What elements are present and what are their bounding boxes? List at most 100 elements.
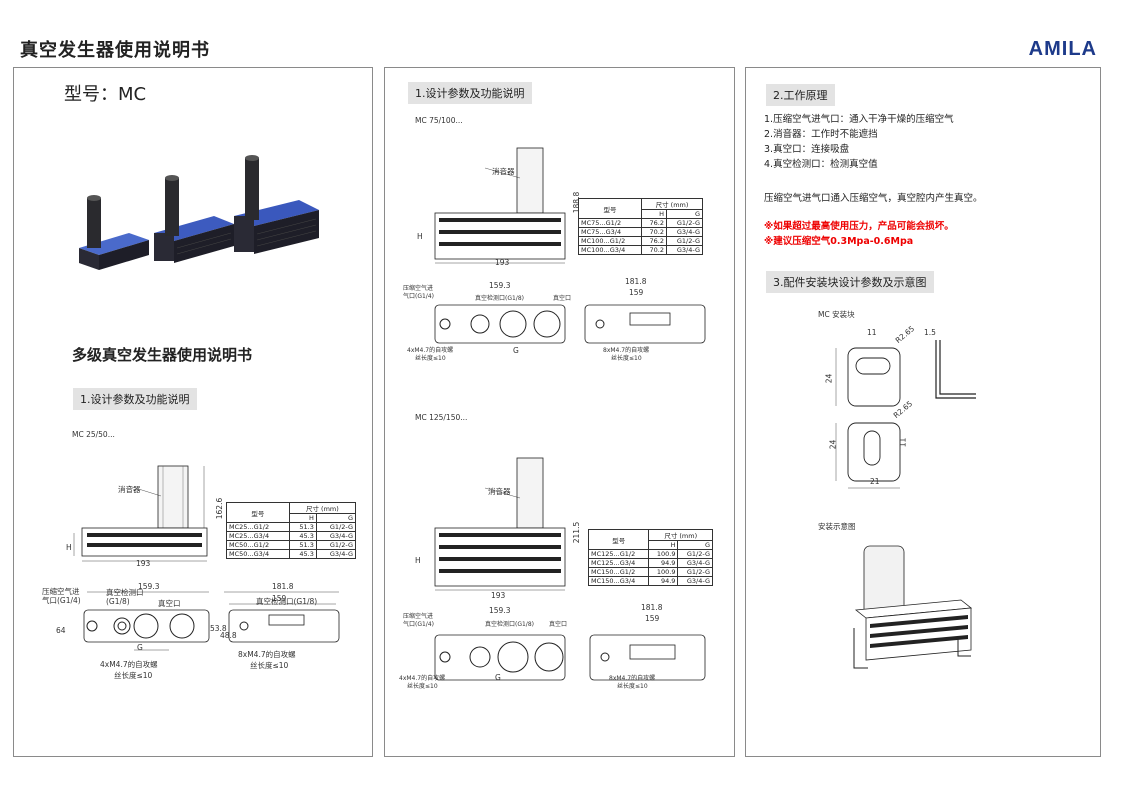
principle-line-2: 2.消音器：工作时不能遮挡 bbox=[764, 129, 878, 140]
front-view-drawing bbox=[73, 465, 208, 562]
variant-label: MC 25/50... bbox=[72, 430, 115, 439]
label-w4: 159 bbox=[272, 594, 287, 603]
section-heading-design: 1.设计参数及功能说明 bbox=[73, 388, 197, 410]
label-w4-2: 159 bbox=[629, 288, 644, 297]
label-w2: 159.3 bbox=[138, 582, 160, 591]
bottom-view-drawing-1 bbox=[434, 304, 706, 344]
principle-line-3: 3.真空口：连接吸盘 bbox=[764, 144, 850, 155]
label-screw-3b: 丝长度≤10 bbox=[407, 683, 438, 690]
label-height: 162.6 bbox=[215, 497, 225, 520]
label-screw-2d: 丝长度≤10 bbox=[611, 355, 642, 362]
principle-line-4: 4.真空检测口：检测真空值 bbox=[764, 159, 878, 170]
label-vac2: 真空检测口(G1/8) bbox=[475, 295, 524, 302]
label-w2-3: 159.3 bbox=[489, 606, 511, 615]
table-header-h: H bbox=[288, 513, 317, 523]
dim-15: 1.5 bbox=[924, 328, 936, 337]
label-screw-3c: 8xM4.7的自攻螺 bbox=[609, 675, 656, 682]
dim-24: 24 bbox=[824, 373, 834, 384]
brand-logo: AMILA bbox=[1028, 38, 1097, 60]
product-unit-small bbox=[79, 195, 149, 270]
label-w-3: 193 bbox=[491, 591, 506, 600]
label-muffler: 消音器 bbox=[118, 485, 141, 494]
label-g: G bbox=[137, 643, 143, 652]
label-vac-port-2: 真空检测口(G1/8) bbox=[256, 597, 318, 606]
product-unit-large bbox=[234, 155, 319, 254]
label-screw-3a: 4xM4.7的自攻螺 bbox=[399, 675, 446, 682]
label-vac2-3: 真空检测口(G1/8) bbox=[485, 621, 534, 628]
label-488: 48.8 bbox=[220, 631, 237, 640]
front-view-drawing-2 bbox=[434, 457, 566, 591]
label-screw-2b: 丝长度≤10 bbox=[415, 355, 446, 362]
label-vacuum-3: 真空口 bbox=[549, 621, 568, 628]
panel-principle: 2.工作原理 1.压缩空气进气口：通入干净干燥的压缩空气 2.消音器：工作时不能… bbox=[745, 67, 1101, 757]
label-64: 64 bbox=[56, 626, 66, 635]
install-label: 安装示意图 bbox=[818, 522, 856, 531]
label-screw: 4xM4.7的自攻螺 bbox=[100, 660, 158, 669]
label-screw-4: 丝长度≤10 bbox=[250, 661, 289, 670]
label-vacuum-2: 真空口 bbox=[553, 295, 572, 302]
label-muffler-3: 消音器 bbox=[488, 487, 511, 496]
panel-intro: 型号：MC bbox=[13, 67, 373, 757]
label-vacuum: 真空口 bbox=[158, 599, 181, 608]
variant-label-1: MC 75/100... bbox=[415, 116, 463, 125]
label-w4-3: 159 bbox=[645, 614, 660, 623]
product-photo bbox=[79, 155, 319, 270]
label-screw-3: 8xM4.7的自攻螺 bbox=[238, 650, 296, 659]
label-h-3: H bbox=[415, 556, 421, 565]
dim-11b: 11 bbox=[898, 437, 908, 448]
label-screw-2: 丝长度≤10 bbox=[114, 671, 153, 680]
label-w3-3: 181.8 bbox=[641, 603, 663, 612]
label-inlet-2: 压缩空气进 气口(G1/4) bbox=[403, 285, 434, 300]
label-g-2: G bbox=[513, 346, 519, 355]
principle-line-1: 1.压缩空气进气口：通入干净干燥的压缩空气 bbox=[764, 114, 954, 125]
panel-design-params: 1.设计参数及功能说明 MC 75/100... 消音器 188.8 H 193… bbox=[384, 67, 735, 757]
label-inlet: 压缩空气进 气口(G1/4) bbox=[42, 587, 81, 605]
principle-summary: 压缩空气进气口通入压缩空气，真空腔内产生真空。 bbox=[764, 193, 983, 204]
document-subtitle: 多级真空发生器使用说明书 bbox=[72, 346, 253, 364]
warning-recommended: ※建议压缩空气0.3Mpa-0.6Mpa bbox=[764, 236, 914, 247]
label-w2-2: 159.3 bbox=[489, 281, 511, 290]
table-header-model: 型号 bbox=[226, 502, 290, 523]
table-header-size: 尺寸 (mm) bbox=[288, 502, 357, 514]
label-inlet-3: 压缩空气进 气口(G1/4) bbox=[403, 613, 434, 628]
page-title: 真空发生器使用说明书 bbox=[20, 40, 210, 61]
label-screw-2a: 4xM4.7的自攻螺 bbox=[407, 347, 454, 354]
dim-11: 11 bbox=[867, 328, 877, 337]
label-w-2: 193 bbox=[495, 258, 510, 267]
section-heading-principle: 2.工作原理 bbox=[766, 84, 835, 106]
label-538: 53.8 bbox=[210, 624, 227, 633]
label-screw-2c: 8xM4.7的自攻螺 bbox=[603, 347, 650, 354]
dim-24b: 24 bbox=[828, 439, 838, 450]
label-screw-3d: 丝长度≤10 bbox=[617, 683, 648, 690]
label-g-3: G bbox=[495, 673, 501, 682]
mounting-block-drawing bbox=[835, 340, 976, 489]
model-title: 型号：MC bbox=[64, 84, 147, 105]
label-width: 193 bbox=[136, 559, 151, 568]
label-vac-port: 真空检测口 (G1/8) bbox=[106, 588, 144, 606]
label-w3: 181.8 bbox=[272, 582, 294, 591]
label-muffler-2: 消音器 bbox=[492, 167, 515, 176]
block-label: MC 安装块 bbox=[818, 310, 855, 319]
table-header-g: G bbox=[315, 513, 357, 523]
label-h2: 211.5 bbox=[572, 521, 582, 544]
label-h: H bbox=[66, 543, 72, 552]
bottom-view-drawing-2 bbox=[434, 634, 706, 681]
front-view-drawing-1 bbox=[434, 147, 566, 264]
warning-pressure: ※如果超过最高使用压力，产品可能会损坏。 bbox=[764, 221, 954, 232]
label-h-2: H bbox=[417, 232, 423, 241]
installation-illustration bbox=[853, 545, 973, 669]
